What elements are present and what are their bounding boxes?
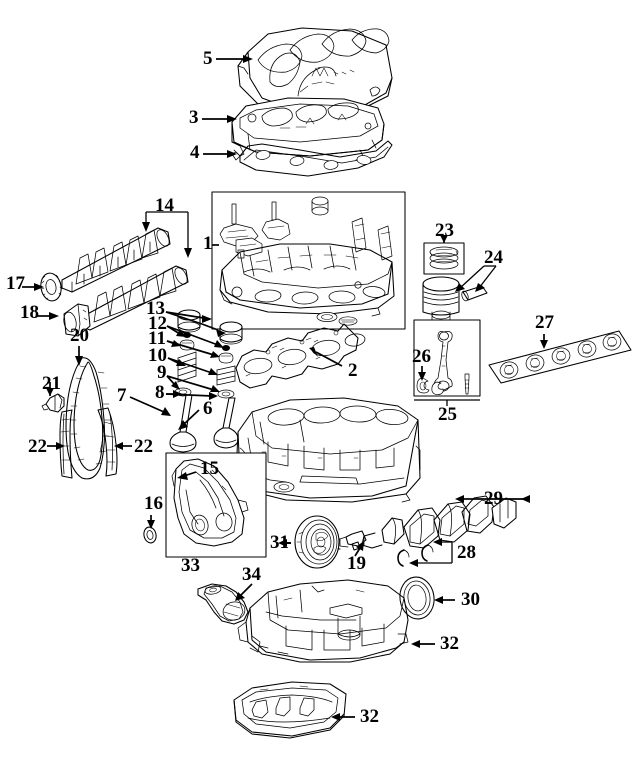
callout-21[interactable]: 21 bbox=[42, 373, 61, 394]
callout-7[interactable]: 7 bbox=[117, 385, 127, 406]
callout-26[interactable]: 26 bbox=[412, 346, 431, 367]
callout-17[interactable]: 17 bbox=[6, 273, 25, 294]
part-oil-pan-upper bbox=[237, 579, 409, 663]
part-chain-tensioner bbox=[41, 393, 65, 413]
callout-10[interactable]: 10 bbox=[148, 345, 167, 366]
callout-18[interactable]: 18 bbox=[20, 302, 39, 323]
callout-28[interactable]: 28 bbox=[457, 542, 476, 563]
callout-2[interactable]: 2 bbox=[348, 360, 358, 381]
callout-22-left[interactable]: 22 bbox=[28, 436, 47, 457]
callout-6[interactable]: 6 bbox=[203, 398, 213, 419]
callout-24[interactable]: 24 bbox=[484, 247, 503, 268]
part-timing-chain bbox=[65, 357, 111, 480]
part-cylinder-block bbox=[235, 397, 421, 503]
callout-12[interactable]: 12 bbox=[148, 313, 167, 334]
callout-16[interactable]: 16 bbox=[144, 493, 163, 514]
callout-8[interactable]: 8 bbox=[155, 382, 165, 403]
part-piston-ring-set bbox=[423, 242, 465, 275]
part-connecting-rod-assembly bbox=[413, 319, 481, 397]
callout-25[interactable]: 25 bbox=[438, 404, 457, 425]
callout-30[interactable]: 30 bbox=[461, 589, 480, 610]
leader-lines bbox=[22, 55, 548, 721]
callout-9[interactable]: 9 bbox=[157, 362, 167, 383]
callout-23[interactable]: 23 bbox=[435, 220, 454, 241]
part-front-oil-seal bbox=[143, 526, 157, 544]
part-main-bearing-set bbox=[488, 330, 632, 384]
callout-20[interactable]: 20 bbox=[70, 325, 89, 346]
part-valve-cover-gasket bbox=[231, 140, 393, 177]
part-rear-main-seal bbox=[399, 576, 435, 620]
callout-31[interactable]: 31 bbox=[270, 532, 289, 553]
callout-1[interactable]: 1 bbox=[203, 233, 213, 254]
callout-34[interactable]: 34 bbox=[242, 564, 261, 585]
callout-14[interactable]: 14 bbox=[155, 195, 174, 216]
part-oil-pan-lower bbox=[233, 681, 347, 739]
callout-19[interactable]: 19 bbox=[347, 553, 366, 574]
callout-4[interactable]: 4 bbox=[190, 142, 200, 163]
callout-27[interactable]: 27 bbox=[535, 312, 554, 333]
part-camshaft-bearing-cap bbox=[63, 303, 91, 337]
part-cylinder-head-assembly bbox=[211, 191, 406, 330]
callout-33[interactable]: 33 bbox=[181, 555, 200, 576]
part-thrust-washer-set bbox=[397, 544, 434, 567]
callout-3[interactable]: 3 bbox=[189, 107, 199, 128]
part-chain-guide-left bbox=[59, 409, 73, 479]
callout-5[interactable]: 5 bbox=[203, 48, 213, 69]
part-engine-cover bbox=[237, 27, 393, 123]
callout-11[interactable]: 11 bbox=[148, 328, 166, 349]
callout-29[interactable]: 29 bbox=[484, 488, 503, 509]
callout-32-upper[interactable]: 32 bbox=[440, 633, 459, 654]
callout-22-right[interactable]: 22 bbox=[134, 436, 153, 457]
part-timing-chain-cover bbox=[165, 452, 267, 558]
part-crankshaft-pulley bbox=[294, 515, 340, 569]
part-cylinder-head-gasket bbox=[235, 323, 366, 389]
part-oil-pump-pickup bbox=[197, 583, 249, 625]
part-chain-guide-right bbox=[97, 407, 118, 477]
part-camshaft-timing-gear bbox=[40, 272, 63, 302]
callout-32-lower[interactable]: 32 bbox=[360, 706, 379, 727]
part-piston bbox=[422, 276, 460, 321]
callout-13[interactable]: 13 bbox=[146, 298, 165, 319]
callout-15[interactable]: 15 bbox=[200, 458, 219, 479]
